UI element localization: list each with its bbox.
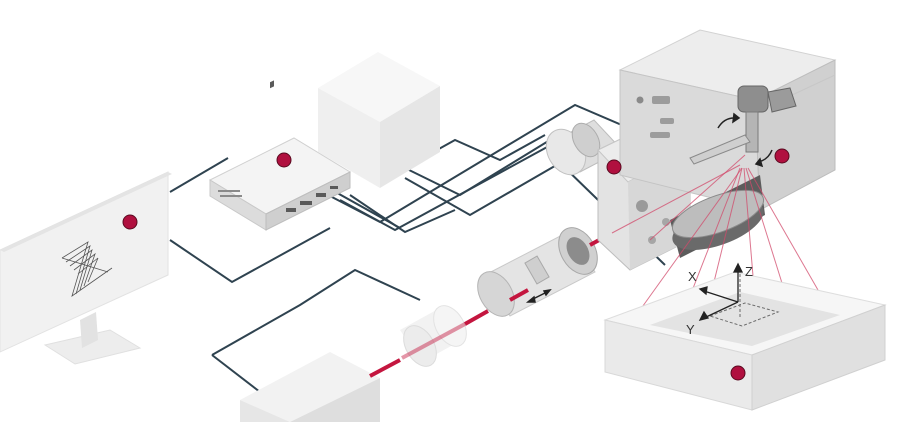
scan-head[interactable] (618, 29, 837, 211)
hotspot-layer (122, 148, 790, 381)
controller-ports (218, 80, 338, 212)
monitor-stand-neck (80, 312, 98, 348)
controller-hotspot[interactable] (276, 152, 292, 168)
cable-to-head-3 (349, 194, 456, 234)
power-supply-box (318, 52, 440, 188)
camera-hotspot[interactable] (606, 159, 622, 175)
cable-monitor-lower (169, 227, 331, 284)
beam-expander (477, 227, 598, 317)
scan-head-ports (636, 96, 674, 138)
monitor-hotspot[interactable] (122, 214, 138, 230)
axis-indicators (698, 262, 744, 321)
rotate-arrow-icon (717, 112, 773, 168)
galvo-mirror (689, 85, 797, 165)
axis-label-y: Y (686, 322, 695, 337)
scanner-logo-icon (61, 241, 113, 297)
cable-laser (211, 268, 421, 356)
monitor[interactable] (0, 171, 172, 365)
collimator (400, 305, 467, 367)
cable-laser-lower (211, 354, 261, 393)
scan-field (708, 274, 780, 327)
laser-source (240, 352, 380, 422)
cable-box-head-2 (404, 139, 551, 197)
double-arrow-icon (525, 288, 552, 303)
laser-beam (369, 231, 613, 378)
axis-label-z: Z (745, 264, 753, 279)
workpiece-hotspot[interactable] (730, 365, 746, 381)
scan-head-hotspot[interactable] (774, 148, 790, 164)
work-plate (603, 271, 887, 411)
axis-label-x: X (688, 269, 697, 284)
controller-box[interactable] (208, 80, 352, 231)
cable-monitor-controller (169, 157, 229, 193)
